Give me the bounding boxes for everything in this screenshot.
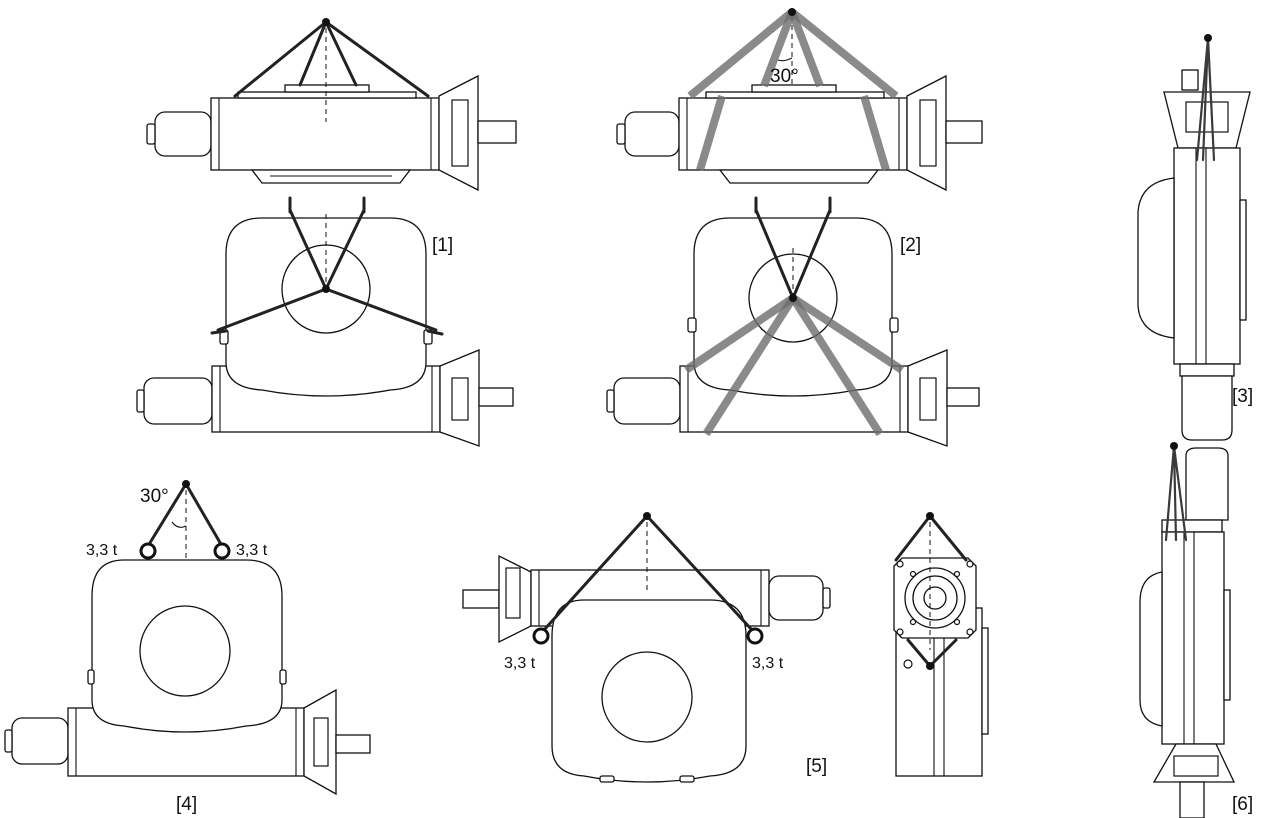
eye-bolt-side-right [426,329,444,336]
view-1-side-elevation [146,18,517,192]
load-label-v4-right: 3,3 t [236,542,268,559]
eye-bolt-side-left [210,329,228,335]
lifting-eye-left [139,542,157,560]
view-label-4: [4] [176,794,197,815]
view-label-2: [2] [900,235,921,256]
view-label-3: [3] [1232,386,1253,407]
gearbox-body [210,97,440,171]
angle-label-v2: 30° [770,66,799,87]
shaft-stub [477,120,517,144]
view-5-flange-face [893,512,989,777]
load-label-v5-right: 3,3 t [752,655,784,672]
view-label-1: [1] [432,235,453,256]
handwheel-left [154,111,212,157]
view-4-front [4,480,371,796]
load-label-v5-left: 3,3 t [504,655,536,672]
crane-hook-point [322,18,330,26]
view-6-side-vertical [1139,442,1236,818]
angle-arc-v4 [171,521,187,528]
flange-right [438,74,479,192]
angle-label-v4: 30° [140,486,169,507]
load-label-v4-left: 3,3 t [86,542,118,559]
view-2-side-elevation [616,8,983,192]
view-1-front [136,196,514,447]
lifting-eye-right [213,542,231,560]
view-2-front [606,196,980,447]
view-5-rear [462,512,831,783]
view-3-side-vertical [1137,34,1251,441]
view-label-5: [5] [806,756,827,777]
view-label-6: [6] [1232,794,1253,815]
angle-arc-v2 [777,57,793,62]
